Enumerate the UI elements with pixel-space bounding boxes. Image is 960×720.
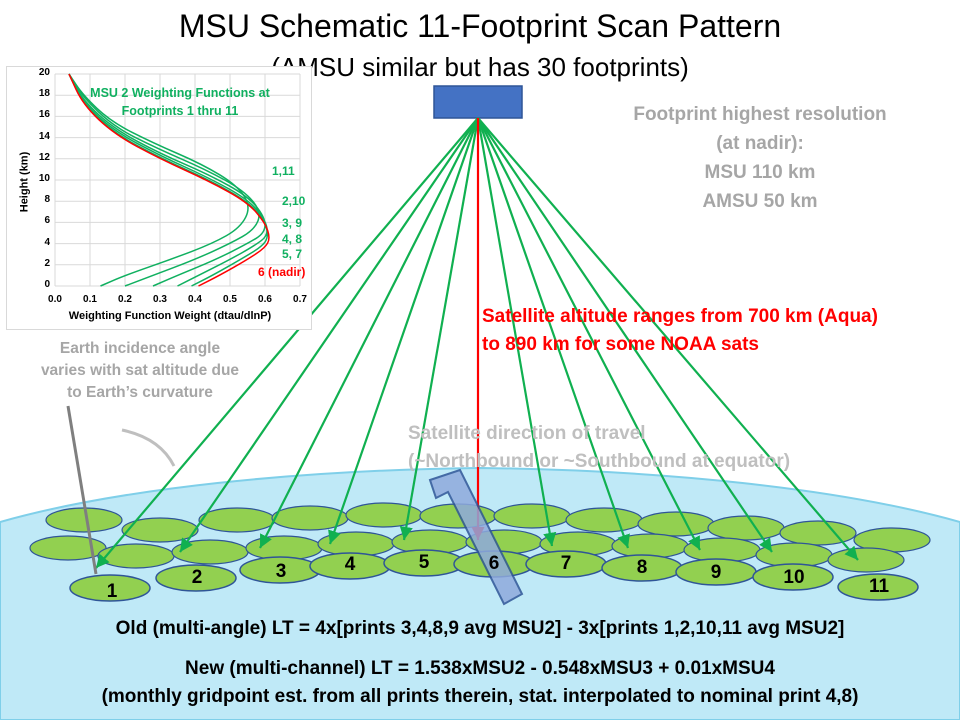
- incidence-arc: [121, 428, 176, 467]
- scan-ray: [399, 117, 480, 541]
- series-label: 1,11: [272, 164, 295, 178]
- y-tick-label: 12: [38, 151, 50, 163]
- scan-ray: [476, 117, 557, 547]
- chart-grid: [54, 73, 301, 287]
- incidence-angle-marker: [66, 405, 176, 575]
- chart-y-axis-label: Height (km): [18, 151, 31, 213]
- series-line: [68, 73, 268, 287]
- scan-ray: [477, 117, 859, 561]
- footprint-label: 9: [710, 562, 722, 583]
- footprint-label: 1: [106, 581, 118, 602]
- page-title: MSU Schematic 11-Footprint Scan Pattern: [178, 8, 782, 44]
- x-tick-label: 0.6: [258, 294, 272, 305]
- x-tick-label: 0.0: [48, 294, 62, 305]
- scan-ray: [477, 117, 701, 551]
- series-line: [68, 73, 266, 287]
- footprint-ellipse-back: [121, 517, 199, 543]
- x-tick-label: 0.2: [118, 294, 132, 305]
- y-tick-label: 0: [44, 279, 50, 290]
- series-label: 4, 8: [282, 232, 303, 246]
- footprint-ellipse: [69, 574, 151, 602]
- resolution-line-3: MSU 110 km: [704, 162, 816, 183]
- resolution-line-1: Footprint highest resolution: [633, 104, 887, 125]
- footprint-label: 8: [636, 557, 648, 578]
- y-tick-label: 4: [44, 236, 50, 248]
- chart-series: [68, 73, 270, 287]
- footprint-label: 2: [191, 567, 203, 588]
- x-tick-label: 0.1: [83, 294, 97, 305]
- altitude-note: Satellite altitude ranges from 700 km (A…: [482, 303, 878, 359]
- x-tick-label: 0.3: [153, 294, 167, 305]
- footprint-label: 5: [418, 552, 430, 573]
- footprint-label: 10: [783, 567, 805, 588]
- resolution-line-4: AMSU 50 km: [702, 191, 818, 212]
- chart-title: MSU 2 Weighting Functions at Footprints …: [90, 86, 270, 118]
- series-label: 5, 7: [282, 247, 303, 261]
- incidence-line: [66, 405, 98, 575]
- y-tick-label: 10: [38, 173, 50, 184]
- scan-ray: [328, 117, 480, 545]
- scan-ray: [179, 117, 479, 553]
- footprint-label: 6: [488, 553, 500, 574]
- altitude-line-1: Satellite altitude ranges from 700 km (A…: [482, 306, 878, 327]
- scan-ray: [476, 117, 630, 549]
- y-tick-label: 14: [38, 130, 50, 142]
- series-label: 6 (nadir): [258, 265, 306, 279]
- footprints-back-rows: [29, 502, 931, 573]
- y-tick-label: 16: [38, 109, 50, 121]
- new-equation: New (multi-channel) LT = 1.538xMSU2 - 0.…: [185, 658, 775, 679]
- x-tick-label: 0.5: [223, 294, 237, 305]
- resolution-note: Footprint highest resolution (at nadir):…: [560, 100, 960, 216]
- scan-ray: [95, 117, 479, 569]
- series-line: [68, 73, 270, 287]
- direction-line-2: (~Northbound or ~Southbound at equator): [408, 451, 791, 472]
- scan-ray: [477, 117, 773, 553]
- footprint-ellipse: [752, 563, 834, 591]
- footprint-label: 3: [275, 561, 287, 582]
- scan-ray: [259, 117, 479, 549]
- direction-note: Satellite direction of travel (~Northbou…: [408, 420, 790, 476]
- series-label: 2,10: [282, 194, 306, 208]
- footprint-label: 7: [560, 553, 572, 574]
- series-label: 3, 9: [282, 216, 303, 230]
- y-tick-label: 18: [38, 88, 50, 100]
- y-tick-label: 6: [44, 215, 50, 227]
- footprint-ellipse: [155, 564, 237, 592]
- direction-arrow: [428, 468, 524, 606]
- footprint-label: 11: [868, 576, 890, 597]
- y-tick-label: 20: [38, 67, 50, 78]
- footprint-ellipse: [837, 573, 919, 601]
- direction-line-1: Satellite direction of travel: [408, 423, 646, 444]
- footprints-front-row: [69, 549, 919, 602]
- y-tick-label: 2: [44, 257, 50, 269]
- old-equation: Old (multi-angle) LT = 4x[prints 3,4,8,9…: [115, 618, 845, 639]
- footprint-ellipse-back: [779, 520, 857, 546]
- resolution-line-2: (at nadir):: [716, 133, 804, 154]
- scan-rays: [95, 117, 859, 569]
- y-tick-label: 8: [44, 194, 50, 206]
- equation-note: (monthly gridpoint est. from all prints …: [101, 686, 859, 707]
- x-tick-label: 0.7: [293, 294, 307, 305]
- footprint-label: 4: [344, 554, 356, 575]
- chart-x-axis-label: Weighting Function Weight (dtau/dlnP): [68, 310, 272, 322]
- altitude-line-2: to 890 km for some NOAA sats: [482, 334, 759, 355]
- incidence-note: Earth incidence angle varies with sat al…: [40, 340, 240, 401]
- page-subtitle: (AMSU similar but has 30 footprints): [271, 52, 689, 82]
- x-tick-label: 0.4: [188, 294, 202, 305]
